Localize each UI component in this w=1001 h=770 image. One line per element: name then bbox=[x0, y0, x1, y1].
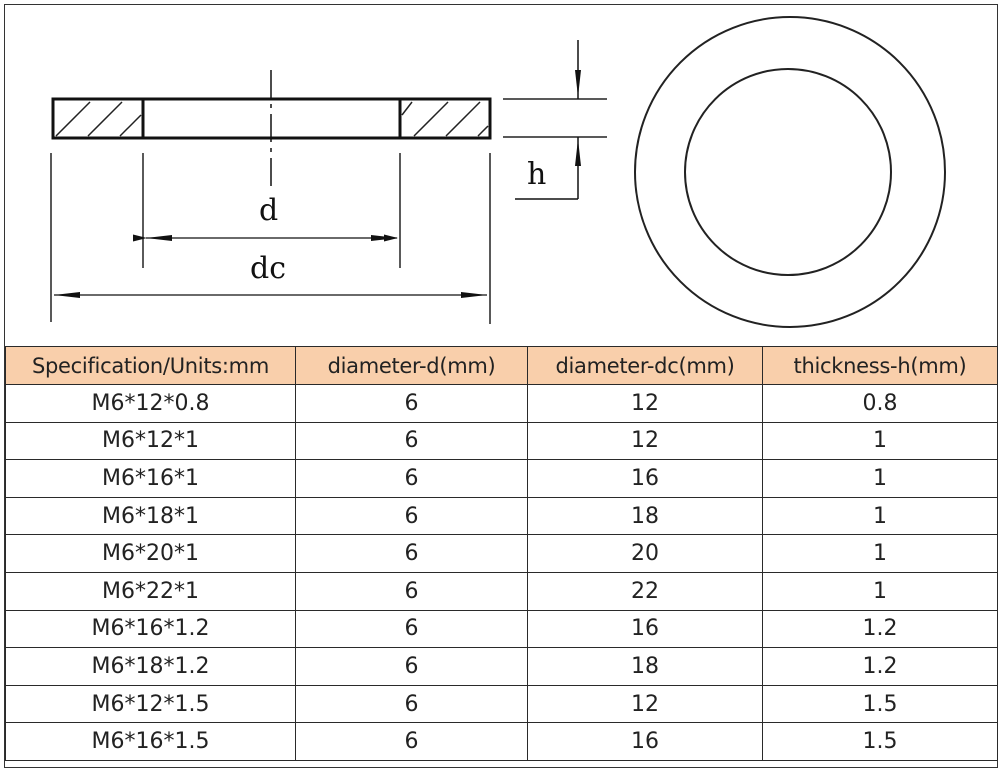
cell-diameter-dc: 18 bbox=[527, 647, 763, 686]
cell-thickness-h: 1 bbox=[762, 496, 998, 536]
table-row: M6*16*1 6 16 1 bbox=[5, 459, 998, 498]
cell-specification: M6*16*1.5 bbox=[5, 722, 296, 761]
cell-diameter-dc: 16 bbox=[527, 609, 763, 649]
cell-specification: M6*12*1 bbox=[5, 421, 296, 461]
cell-diameter-dc: 12 bbox=[527, 684, 763, 724]
dimension-label-dc: dc bbox=[250, 251, 286, 286]
header-diameter-dc: diameter-dc(mm) bbox=[527, 346, 763, 385]
cell-diameter-d: 6 bbox=[295, 684, 528, 724]
cell-diameter-dc: 16 bbox=[527, 459, 763, 498]
header-thickness-h: thickness-h(mm) bbox=[762, 346, 998, 385]
cell-diameter-dc: 16 bbox=[527, 722, 763, 761]
cell-diameter-dc: 18 bbox=[527, 496, 763, 536]
cell-diameter-d: 6 bbox=[295, 421, 528, 461]
cell-diameter-d: 6 bbox=[295, 647, 528, 686]
cell-diameter-d: 6 bbox=[295, 496, 528, 536]
cell-diameter-d: 6 bbox=[295, 534, 528, 573]
table-row: M6*20*1 6 20 1 bbox=[5, 534, 998, 573]
table-row: M6*18*1.2 6 18 1.2 bbox=[5, 647, 998, 686]
cell-diameter-d: 6 bbox=[295, 459, 528, 498]
cell-thickness-h: 1.5 bbox=[762, 722, 998, 761]
cell-specification: M6*12*1.5 bbox=[5, 684, 296, 724]
cell-diameter-d: 6 bbox=[295, 609, 528, 649]
cell-specification: M6*20*1 bbox=[5, 534, 296, 573]
washer-spec-table: Specification/Units:mm diameter-d(mm) di… bbox=[5, 346, 998, 761]
cell-thickness-h: 1.5 bbox=[762, 684, 998, 724]
top-view bbox=[634, 16, 946, 328]
dimension-label-h: h bbox=[527, 157, 546, 192]
header-diameter-d: diameter-d(mm) bbox=[295, 346, 528, 385]
cell-thickness-h: 1 bbox=[762, 459, 998, 498]
table-row: M6*12*1 6 12 1 bbox=[5, 421, 998, 461]
cell-specification: M6*18*1.2 bbox=[5, 647, 296, 686]
cell-thickness-h: 1.2 bbox=[762, 609, 998, 649]
cell-diameter-d: 6 bbox=[295, 722, 528, 761]
cell-thickness-h: 1 bbox=[762, 534, 998, 573]
cell-thickness-h: 1 bbox=[762, 571, 998, 611]
cell-diameter-dc: 20 bbox=[527, 534, 763, 573]
cell-thickness-h: 0.8 bbox=[762, 384, 998, 423]
dimension-label-d: d bbox=[259, 193, 278, 228]
cross-section-view: d dc h bbox=[50, 40, 607, 324]
cell-diameter-dc: 12 bbox=[527, 384, 763, 423]
cell-diameter-dc: 12 bbox=[527, 421, 763, 461]
cell-diameter-d: 6 bbox=[295, 384, 528, 423]
cell-specification: M6*22*1 bbox=[5, 571, 296, 611]
washer-technical-drawing: d dc h bbox=[50, 16, 946, 328]
cell-diameter-dc: 22 bbox=[527, 571, 763, 611]
cell-diameter-d: 6 bbox=[295, 571, 528, 611]
table-row: M6*22*1 6 22 1 bbox=[5, 571, 998, 611]
table-row: M6*16*1.5 6 16 1.5 bbox=[5, 722, 998, 761]
header-specification: Specification/Units:mm bbox=[5, 346, 296, 385]
cell-specification: M6*16*1.2 bbox=[5, 609, 296, 649]
table-row: M6*16*1.2 6 16 1.2 bbox=[5, 609, 998, 649]
cell-specification: M6*16*1 bbox=[5, 459, 296, 498]
cell-specification: M6*18*1 bbox=[5, 496, 296, 536]
table-row: M6*18*1 6 18 1 bbox=[5, 496, 998, 536]
table-row: M6*12*0.8 6 12 0.8 bbox=[5, 384, 998, 423]
cell-specification: M6*12*0.8 bbox=[5, 384, 296, 423]
cell-thickness-h: 1.2 bbox=[762, 647, 998, 686]
cell-thickness-h: 1 bbox=[762, 421, 998, 461]
document-frame bbox=[4, 4, 998, 768]
table-row: M6*12*1.5 6 12 1.5 bbox=[5, 684, 998, 724]
table-header-row: Specification/Units:mm diameter-d(mm) di… bbox=[5, 346, 998, 385]
